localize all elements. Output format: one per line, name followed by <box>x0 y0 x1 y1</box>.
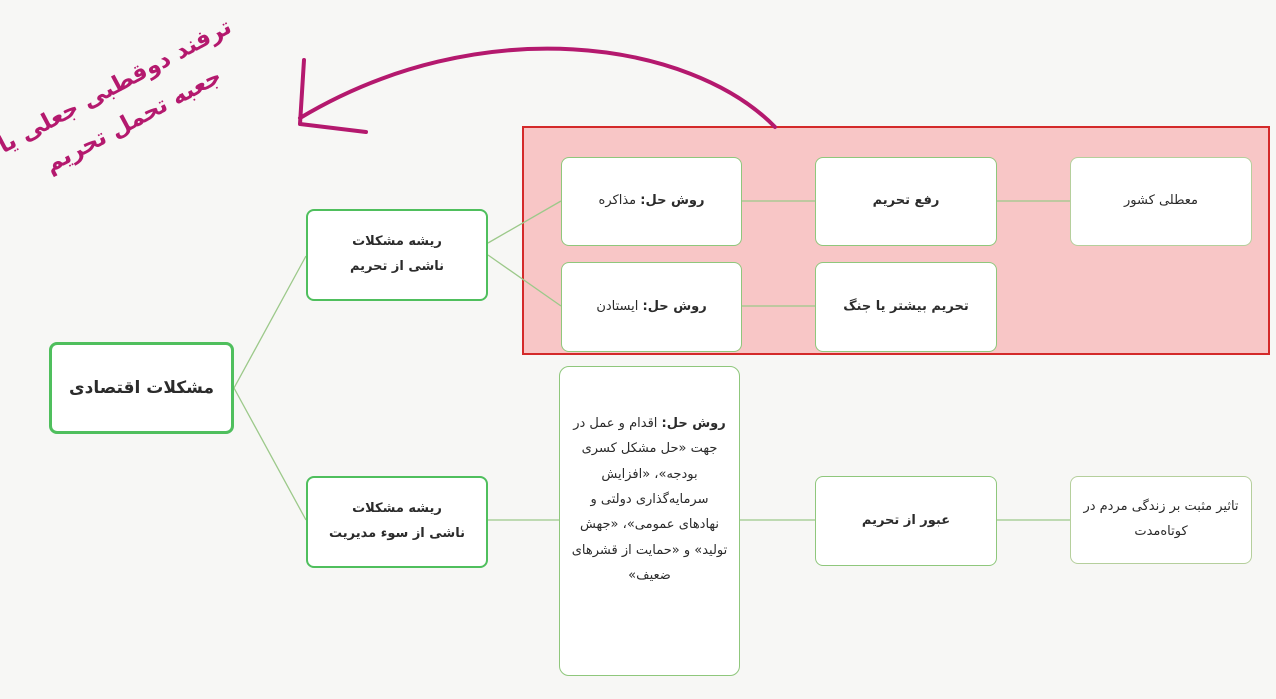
solution-text: مذاکره <box>598 193 637 209</box>
connector-sanctions-negotiation <box>487 200 562 244</box>
outcome-bypass: عبور از تحریم <box>815 476 997 566</box>
root-cause-line1: ریشه مشکلات <box>352 501 442 517</box>
outcome-label: تحریم بیشتر یا جنگ <box>843 298 969 314</box>
root-cause-sanctions: ریشه مشکلات ناشی از تحریم <box>306 209 488 301</box>
outcome-label: معطلی کشور <box>1124 193 1198 209</box>
root-label: مشکلات اقتصادی <box>69 377 214 398</box>
outcome-positive-effect: تاثیر مثبت بر زندگی مردم در کوتاه‌مدت <box>1070 476 1252 564</box>
connector-root-sanctions <box>233 255 307 389</box>
solution-negotiation: روش حل: مذاکره <box>561 157 742 246</box>
solution-prefix: روش حل: <box>640 193 705 209</box>
solution-prefix: روش حل: <box>642 298 707 314</box>
outcome-paralysis: معطلی کشور <box>1070 157 1252 246</box>
outcome-label: عبور از تحریم <box>861 512 951 528</box>
root-cause-line2: ناشی از تحریم <box>349 259 445 274</box>
outcome-label: تاثیر مثبت بر زندگی مردم در کوتاه‌مدت <box>1083 499 1239 539</box>
annotation-arrow <box>298 46 777 129</box>
solution-text: اقدام و عمل در جهت «حل مشکل کسری بودجه»،… <box>571 416 728 584</box>
outcome-escalation: تحریم بیشتر یا جنگ <box>815 262 997 352</box>
outcome-label: رفع تحریم <box>872 193 940 209</box>
root-cause-line1: ریشه مشکلات <box>352 234 442 250</box>
solution-action: روش حل: اقدام و عمل در جهت «حل مشکل کسری… <box>559 366 740 676</box>
solution-prefix: روش حل: <box>661 416 726 431</box>
solution-resistance: روش حل: ایستادن <box>561 262 742 352</box>
annotation-arrowhead <box>298 58 368 134</box>
root-cause-line2: ناشی از سوء مدیریت <box>329 526 465 541</box>
connector-root-mismanagement <box>233 387 307 521</box>
outcome-lift-sanctions: رفع تحریم <box>815 157 997 246</box>
connector-sanctions-resistance <box>487 254 562 307</box>
root-node: مشکلات اقتصادی <box>49 342 234 434</box>
root-cause-mismanagement: ریشه مشکلات ناشی از سوء مدیریت <box>306 476 488 568</box>
solution-text: ایستادن <box>596 298 639 314</box>
